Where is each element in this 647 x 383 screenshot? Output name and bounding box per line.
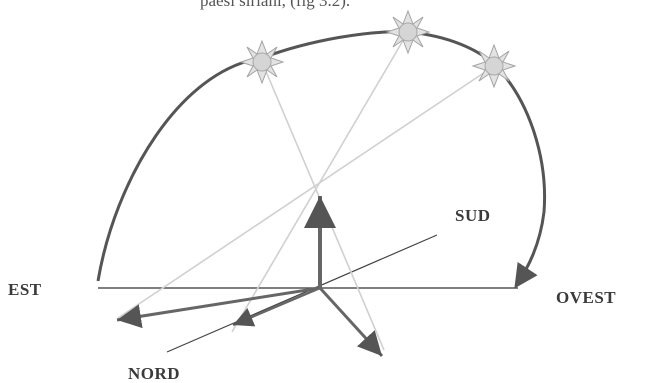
label-sud: SUD (455, 206, 491, 226)
label-ovest: OVEST (556, 288, 616, 308)
north-south-line (167, 235, 437, 352)
label-est: EST (8, 280, 42, 300)
label-nord: NORD (128, 364, 180, 383)
shadow-vector-long (117, 288, 320, 320)
sun-icon (387, 11, 429, 53)
sun-icon (473, 45, 515, 87)
sun-ray-right (118, 66, 494, 318)
sun-icon (241, 41, 283, 83)
